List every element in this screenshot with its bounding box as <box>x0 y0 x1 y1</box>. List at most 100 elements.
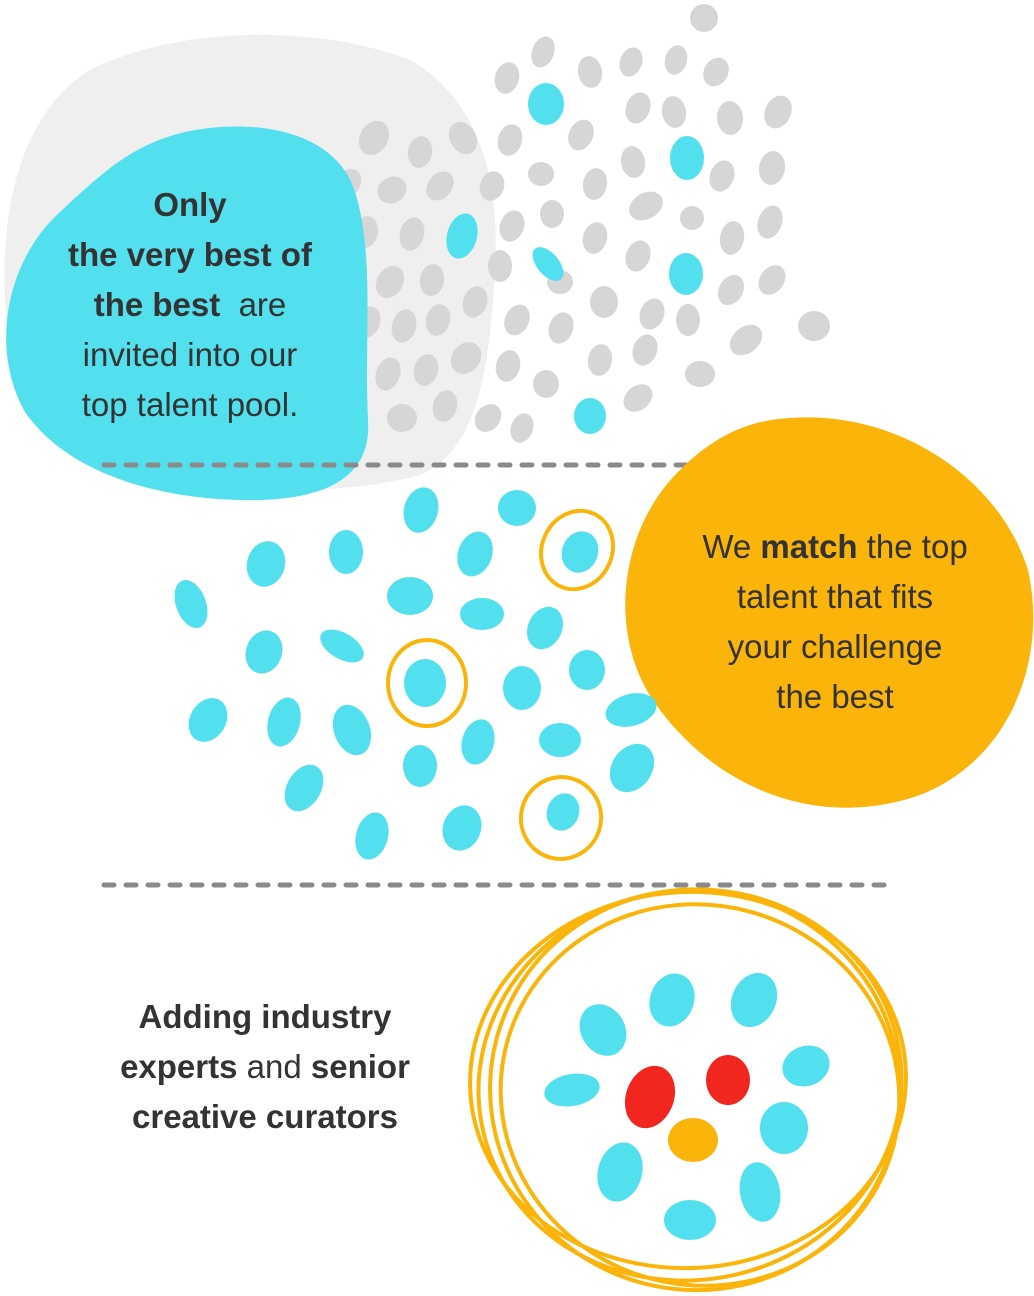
selected-cyan-dot <box>546 793 580 831</box>
gray-dot <box>758 151 786 185</box>
cyan-dot <box>532 247 564 281</box>
cyan-dot <box>739 1162 781 1222</box>
cyan-dot <box>446 213 478 259</box>
cyan-dot <box>460 598 504 630</box>
cyan-dot <box>760 1102 808 1154</box>
cyan-dot <box>245 630 283 674</box>
cyan-dot <box>387 577 433 615</box>
match-text: We match the top talent that fits your c… <box>640 522 1030 722</box>
cyan-dot <box>669 253 703 295</box>
gray-dot <box>504 304 530 336</box>
gray-dot <box>709 160 735 192</box>
gray-dot <box>632 334 658 366</box>
cyan-dot <box>574 398 606 434</box>
gray-dot <box>582 168 608 200</box>
text-challenge: your challenge <box>727 628 943 665</box>
gray-dot <box>548 312 574 344</box>
gray-dot <box>587 344 613 376</box>
text-adding-industry: Adding industry <box>138 998 392 1035</box>
gray-dot <box>531 36 555 68</box>
text-are: are <box>220 286 287 323</box>
cyan-dot <box>670 136 704 180</box>
text-creative-curators: creative curators <box>132 1098 398 1135</box>
gray-dot <box>719 221 745 255</box>
cyan-dot <box>664 1200 716 1240</box>
text-match: match <box>760 528 858 565</box>
text-the-top: the top <box>857 528 968 565</box>
cyan-dot <box>442 805 482 851</box>
cyan-dot <box>527 606 563 650</box>
expert-dots <box>544 972 830 1240</box>
cyan-dot <box>498 490 536 526</box>
middle-cyan-dots <box>174 487 657 860</box>
gray-dot <box>568 119 594 151</box>
selected-cyan-dot <box>404 659 446 707</box>
gray-dot <box>619 47 643 77</box>
gray-dot <box>639 298 665 330</box>
talent-pool-text: Only the very best of the best are invit… <box>40 180 340 430</box>
gray-dot <box>426 171 454 201</box>
gray-dot <box>590 286 618 318</box>
gray-dot <box>419 264 445 296</box>
gray-dot <box>685 361 715 387</box>
highlighted-cyan-dots <box>446 83 704 434</box>
gray-dot <box>661 96 687 128</box>
gray-dot <box>703 57 729 87</box>
selected-cyan-dot <box>561 531 599 573</box>
gray-dot <box>582 222 608 254</box>
gray-dot <box>510 413 534 443</box>
cyan-dot <box>457 531 493 577</box>
gray-dot <box>497 124 523 156</box>
cyan-dot <box>579 1004 627 1056</box>
text-the-best-2: the best <box>776 678 894 715</box>
gray-dot <box>425 304 451 336</box>
text-the-best: the best <box>93 286 221 323</box>
red-dot <box>624 1065 676 1129</box>
gray-dot <box>474 404 502 432</box>
gray-dot <box>629 191 663 221</box>
gray-dot <box>620 146 646 178</box>
cyan-dot <box>329 530 363 574</box>
gray-dot <box>495 350 521 382</box>
gray-dot <box>494 62 520 94</box>
cyan-dot <box>782 1045 830 1087</box>
gray-dot <box>399 217 425 251</box>
cyan-dot <box>284 764 324 812</box>
gray-dot <box>377 176 407 204</box>
cyan-dot <box>461 719 495 765</box>
cyan-dot <box>597 1142 643 1202</box>
cyan-dot <box>403 487 439 533</box>
gray-dot <box>798 311 830 341</box>
gray-dot <box>407 136 433 168</box>
cyan-dot <box>246 541 286 587</box>
gray-dot <box>625 92 651 124</box>
gray-dot <box>716 101 744 135</box>
gray-dot <box>375 357 401 391</box>
gray-dot <box>448 121 478 155</box>
selection-ring <box>518 775 604 861</box>
gray-dot <box>623 384 653 412</box>
selection-ring <box>539 508 615 592</box>
gray-dot <box>533 370 559 398</box>
yellow-blob <box>625 417 1034 808</box>
gray-dot <box>479 171 505 201</box>
gray-dot <box>499 210 525 242</box>
cyan-dot <box>609 743 655 793</box>
gray-dot <box>432 390 458 422</box>
gray-dot <box>413 354 439 386</box>
cyan-dot <box>403 745 437 787</box>
text-only: Only <box>153 186 227 223</box>
gray-dot <box>488 250 512 282</box>
red-dot <box>706 1055 750 1105</box>
gray-dot <box>528 162 554 186</box>
cyan-blob <box>6 126 369 501</box>
cyan-dot <box>649 973 695 1027</box>
gray-dot <box>758 265 786 295</box>
text-invited: invited into our <box>82 336 298 373</box>
gray-dot <box>358 120 390 156</box>
cyan-dot <box>544 1073 600 1107</box>
gray-dot <box>462 286 488 318</box>
gray-dot <box>540 200 564 228</box>
